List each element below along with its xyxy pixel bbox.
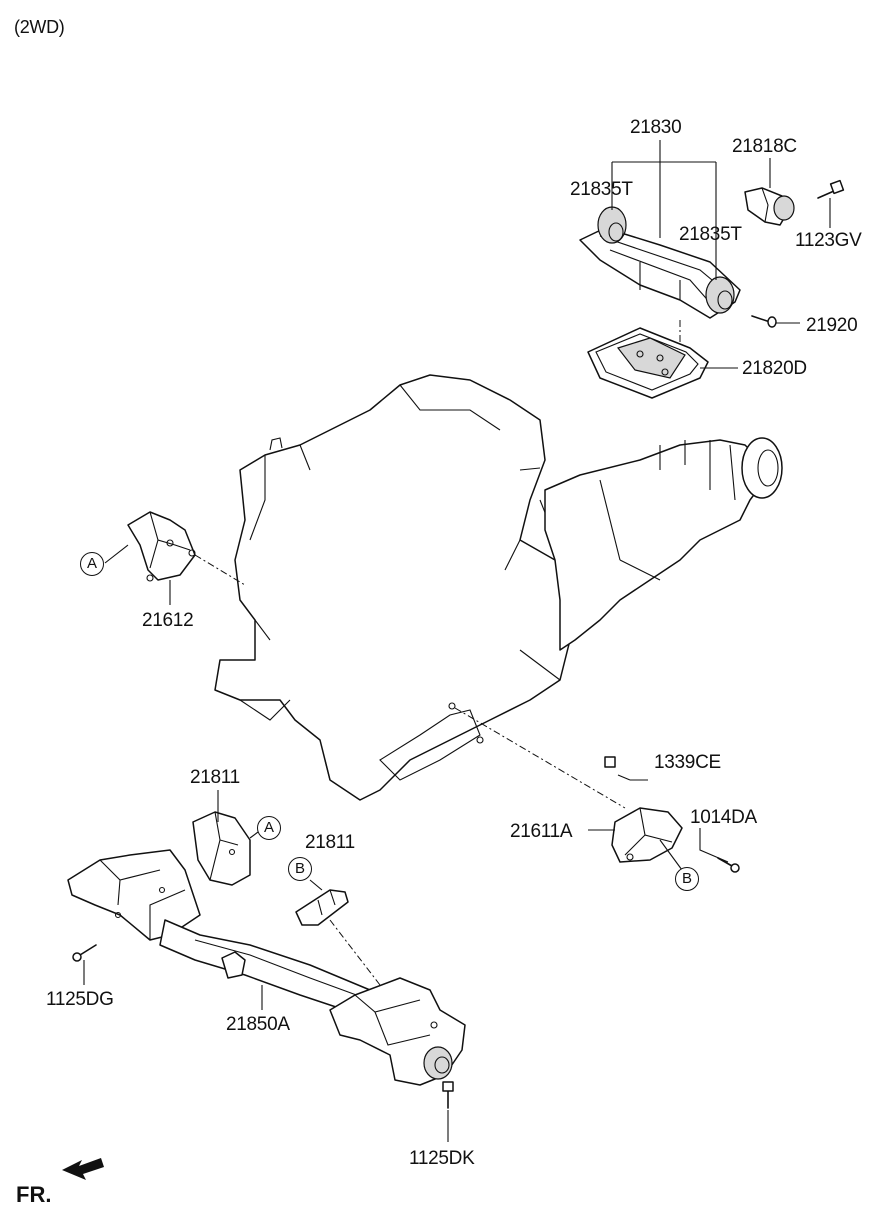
part-label-1014da: 1014DA — [690, 807, 757, 828]
part-label-21920: 21920 — [806, 315, 858, 336]
part-label-21835t-right: 21835T — [679, 224, 742, 245]
part-label-21811-mid: 21811 — [305, 832, 355, 853]
bolt-1125dk — [442, 1081, 454, 1109]
bolt-1014da — [717, 857, 740, 873]
leader-lines — [83, 140, 831, 1142]
engine-bracket-21611a — [611, 807, 683, 863]
engine-bracket-21612 — [127, 511, 196, 582]
callout-b-mount: B — [675, 867, 699, 891]
callout-a-left: A — [80, 552, 104, 576]
part-label-1125dg: 1125DG — [46, 989, 114, 1010]
front-arrow-icon — [62, 1158, 104, 1180]
bolt-1125dg — [72, 944, 97, 962]
mount-plate-21820d — [587, 327, 709, 399]
part-label-21850a: 21850A — [226, 1014, 290, 1035]
page-title: (2WD) — [14, 17, 65, 37]
part-label-21830: 21830 — [630, 117, 682, 138]
part-label-21835t-left: 21835T — [570, 179, 633, 200]
bolt-1123gv — [817, 179, 845, 199]
rubber-stopper — [744, 187, 795, 226]
part-label-21820d: 21820D — [742, 358, 807, 379]
insulator-21811-mid — [295, 889, 349, 926]
bolt-1339ce — [604, 756, 631, 781]
transmission-mount-insulator — [579, 206, 741, 319]
part-label-21611a: 21611A — [510, 821, 573, 842]
part-label-1125dk: 1125DK — [409, 1148, 475, 1169]
part-label-21811-top: 21811 — [190, 767, 240, 788]
part-label-21612: 21612 — [142, 610, 194, 631]
part-label-1339ce: 1339CE — [654, 752, 721, 773]
crossmember-21850a — [67, 849, 466, 1086]
callout-b-insulator: B — [288, 857, 312, 881]
callout-a-bracket: A — [257, 816, 281, 840]
part-label-1123gv: 1123GV — [795, 230, 862, 251]
engine-assembly — [214, 374, 783, 801]
insulator-21811-top — [192, 811, 251, 886]
front-marker: FR. — [16, 1182, 52, 1207]
bolt-21920 — [751, 315, 777, 328]
part-label-21818c: 21818C — [732, 136, 797, 157]
